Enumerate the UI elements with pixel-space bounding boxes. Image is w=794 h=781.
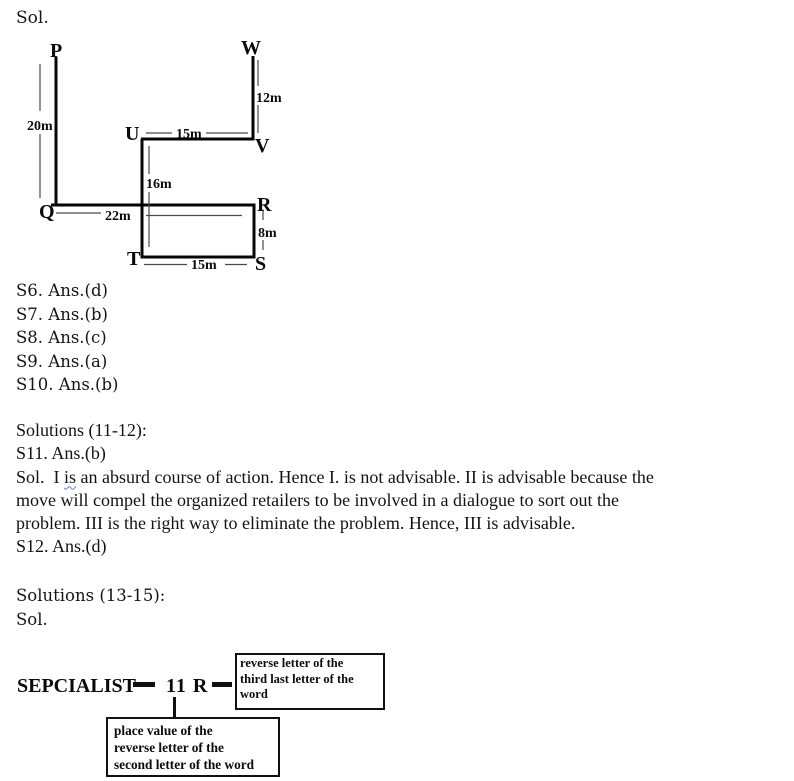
node-label-R: R [257, 194, 272, 216]
note-box-bottom-line1: place value of the [114, 723, 213, 738]
node-label-T: T [127, 248, 141, 270]
answer-s9: S9. Ans.(a) [16, 351, 108, 371]
answer-s11: S11. Ans.(b) [16, 443, 106, 464]
answer-s6: S6. Ans.(d) [16, 281, 108, 300]
note-box-right-line3: word [240, 687, 268, 702]
measurement-qr-22m: 22m [105, 209, 131, 224]
note-box-reverse-letter: reverse letter of the third last letter … [235, 653, 385, 710]
connector-dash-left [133, 682, 155, 687]
note-box-place-value: place value of the reverse letter of the… [106, 717, 280, 777]
node-label-V: V [255, 135, 270, 157]
note-box-right-line2: third last letter of the [240, 671, 354, 686]
analysis-word: SEPCIALIST [17, 675, 136, 697]
answer-s10: S10. Ans.(b) [16, 375, 119, 394]
solutions-11-12-heading: Solutions (11-12): [16, 420, 147, 440]
para-line1-post: an absurd course of action. Hence I. is … [76, 466, 654, 487]
analysis-result-value: 11 R [166, 675, 209, 697]
diagram-measure-lines [39, 60, 264, 266]
answer-s8: S8. Ans.(c) [16, 328, 107, 347]
solution-paragraph-line3: problem. III is the right way to elimina… [16, 513, 576, 534]
note-box-bottom-line2: reverse letter of the [114, 740, 224, 756]
measurement-ut-16m: 16m [146, 177, 172, 192]
sol-label-top: Sol. [16, 8, 49, 28]
distance-path-diagram: P W U V Q R T S 20m 12m 15m 16m 22m 8m 1… [27, 37, 282, 275]
node-label-U: U [125, 123, 139, 145]
measurement-pq-20m: 20m [27, 119, 53, 134]
connector-vertical-line [173, 697, 176, 718]
node-label-W: W [241, 37, 261, 59]
solutions-13-15-section: Solutions (13-15): Sol. [16, 584, 165, 631]
measurement-uv-15m: 15m [176, 127, 202, 142]
solution-paragraph-line1: Sol. I is an absurd course of action. He… [16, 466, 654, 489]
note-box-right-line1: reverse letter of the [240, 656, 344, 670]
solution-paragraph-line2: move will compel the organized retailers… [16, 489, 620, 510]
diagram-thick-lines [51, 56, 256, 259]
measurement-rs-8m: 8m [258, 226, 277, 241]
node-label-P: P [50, 40, 62, 62]
measurement-wv-12m: 12m [256, 91, 282, 106]
note-box-bottom-line3: second letter of the word [114, 757, 255, 773]
answer-list: S6. Ans.(d) S7. Ans.(b) S8. Ans.(c) S9. … [16, 279, 118, 397]
solutions-13-15-heading: Solutions (13-15): [16, 586, 166, 605]
sol-label-bottom: Sol. [16, 609, 48, 629]
para-line1-pre: Sol. I [16, 466, 65, 487]
solutions-11-12-section: Solutions (11-12): S11. Ans.(b) Sol. I i… [16, 419, 654, 559]
measurement-ts-15m: 15m [191, 258, 217, 273]
answer-s12: S12. Ans.(d) [16, 536, 107, 557]
connector-dash-right [212, 682, 232, 687]
node-label-S: S [255, 253, 266, 275]
answer-s7: S7. Ans.(b) [16, 304, 108, 324]
para-misspelled-word: is [64, 466, 77, 487]
node-label-Q: Q [39, 201, 55, 223]
